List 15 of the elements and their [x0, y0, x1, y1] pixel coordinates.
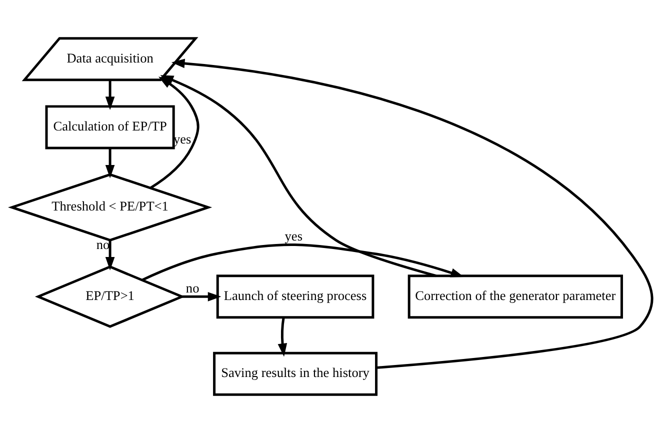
node-diamond: Threshold < PE/PT<1 [8, 172, 212, 241]
node-box: Calculation of EP/TP [45, 104, 175, 149]
node-box: Saving results in the history [213, 351, 378, 396]
node-box: Launch of steering process [216, 274, 374, 318]
arrow [171, 58, 654, 368]
arrow [182, 292, 222, 301]
arrow [160, 74, 436, 277]
arrow [105, 240, 115, 270]
edge-label: yes [284, 228, 303, 244]
arrow [105, 148, 115, 178]
arrow [105, 79, 115, 110]
arrow [278, 317, 288, 356]
edge-label: no [186, 280, 200, 295]
arrow [142, 243, 464, 281]
node-box: Correction of the generator parameter [408, 274, 623, 318]
